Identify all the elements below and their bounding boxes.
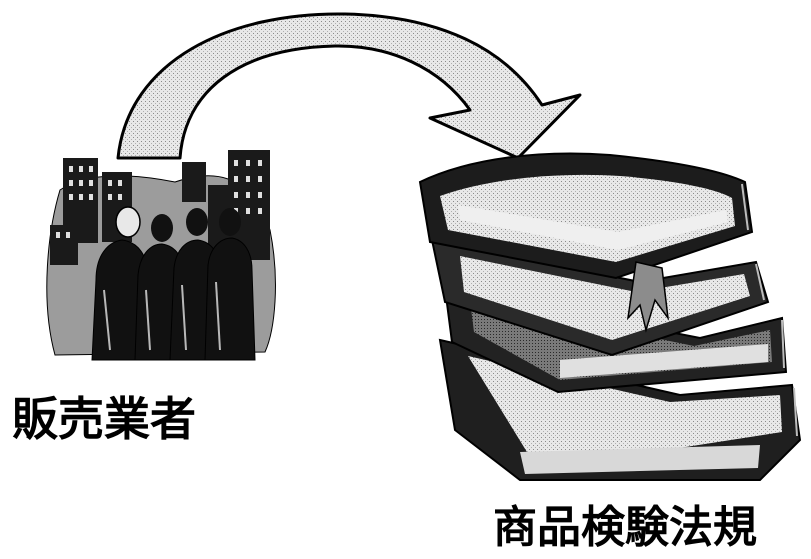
source-label: 販売業者 — [12, 392, 196, 446]
stacked-books-icon — [418, 152, 802, 481]
target-label: 商品検験法規 — [493, 502, 757, 553]
curved-arrow-icon — [116, 12, 582, 160]
business-people-city-icon — [46, 150, 276, 361]
